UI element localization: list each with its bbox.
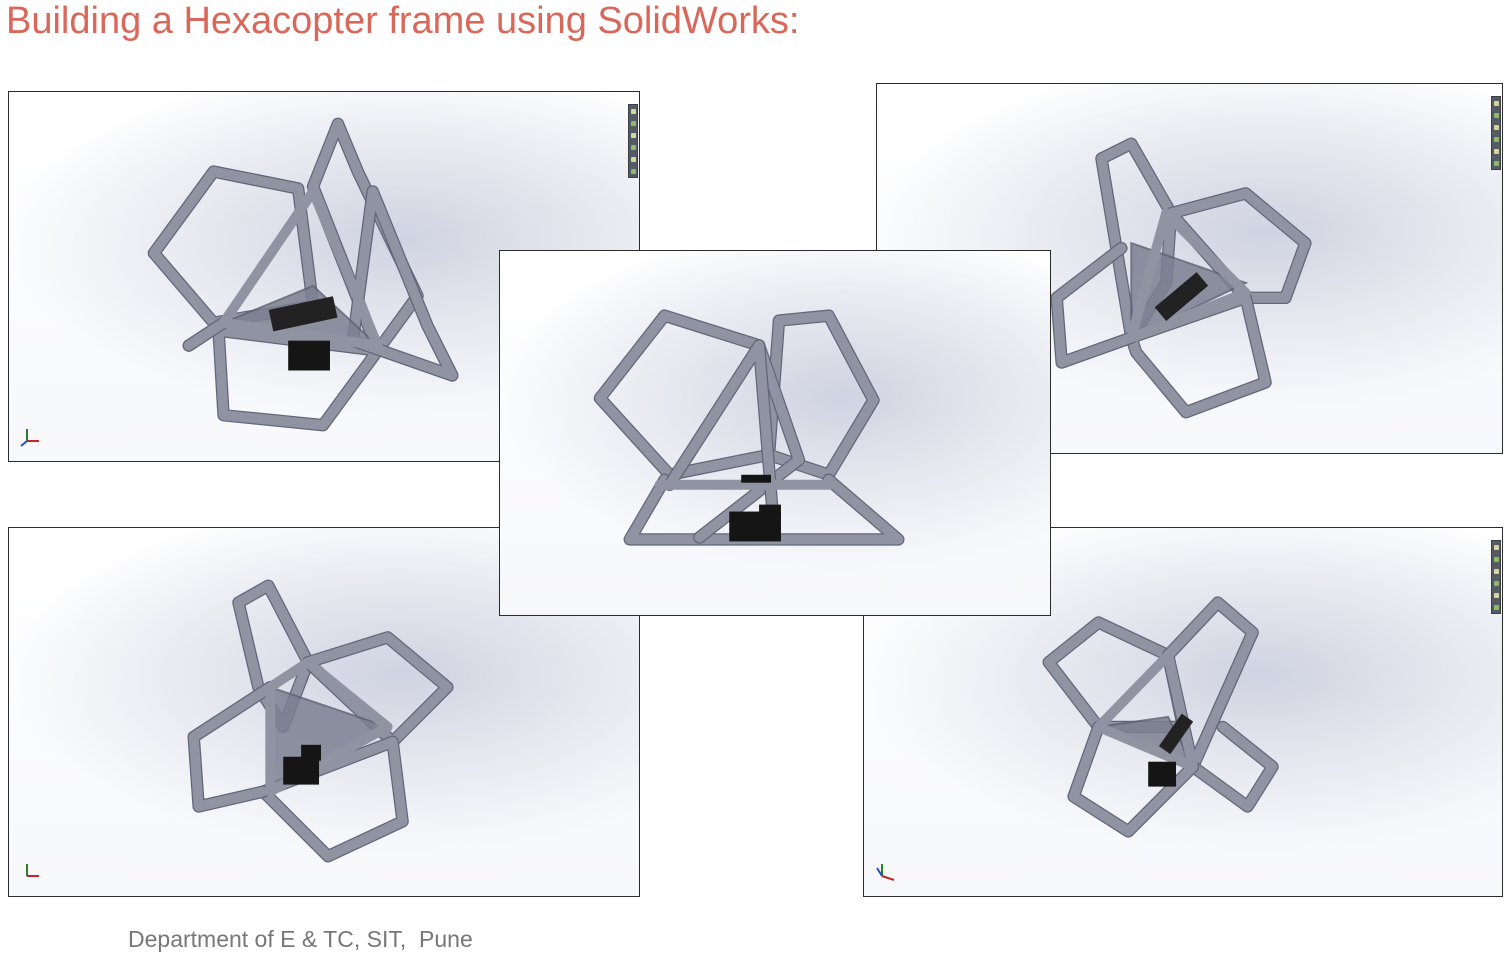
- hexacopter-model-top-right: [1050, 137, 1312, 419]
- view-toolbar[interactable]: [628, 104, 638, 178]
- axis-triad-icon: [26, 864, 39, 877]
- hexacopter-model-bottom-right: [1042, 596, 1279, 838]
- view-toolbar[interactable]: [1491, 96, 1501, 170]
- axis-triad-icon: [876, 864, 895, 881]
- slide-title: Building a Hexacopter frame using SolidW…: [6, 0, 800, 42]
- footer-text: Department of E & TC, SIT, Pune: [128, 926, 473, 952]
- hexacopter-model-top-left: [147, 117, 459, 432]
- axis-triad-icon: [20, 429, 39, 447]
- viewport-center[interactable]: [499, 250, 1051, 616]
- hexacopter-model-center: [593, 309, 905, 546]
- view-toolbar[interactable]: [1491, 540, 1501, 614]
- hexacopter-model-bottom-left: [187, 579, 454, 863]
